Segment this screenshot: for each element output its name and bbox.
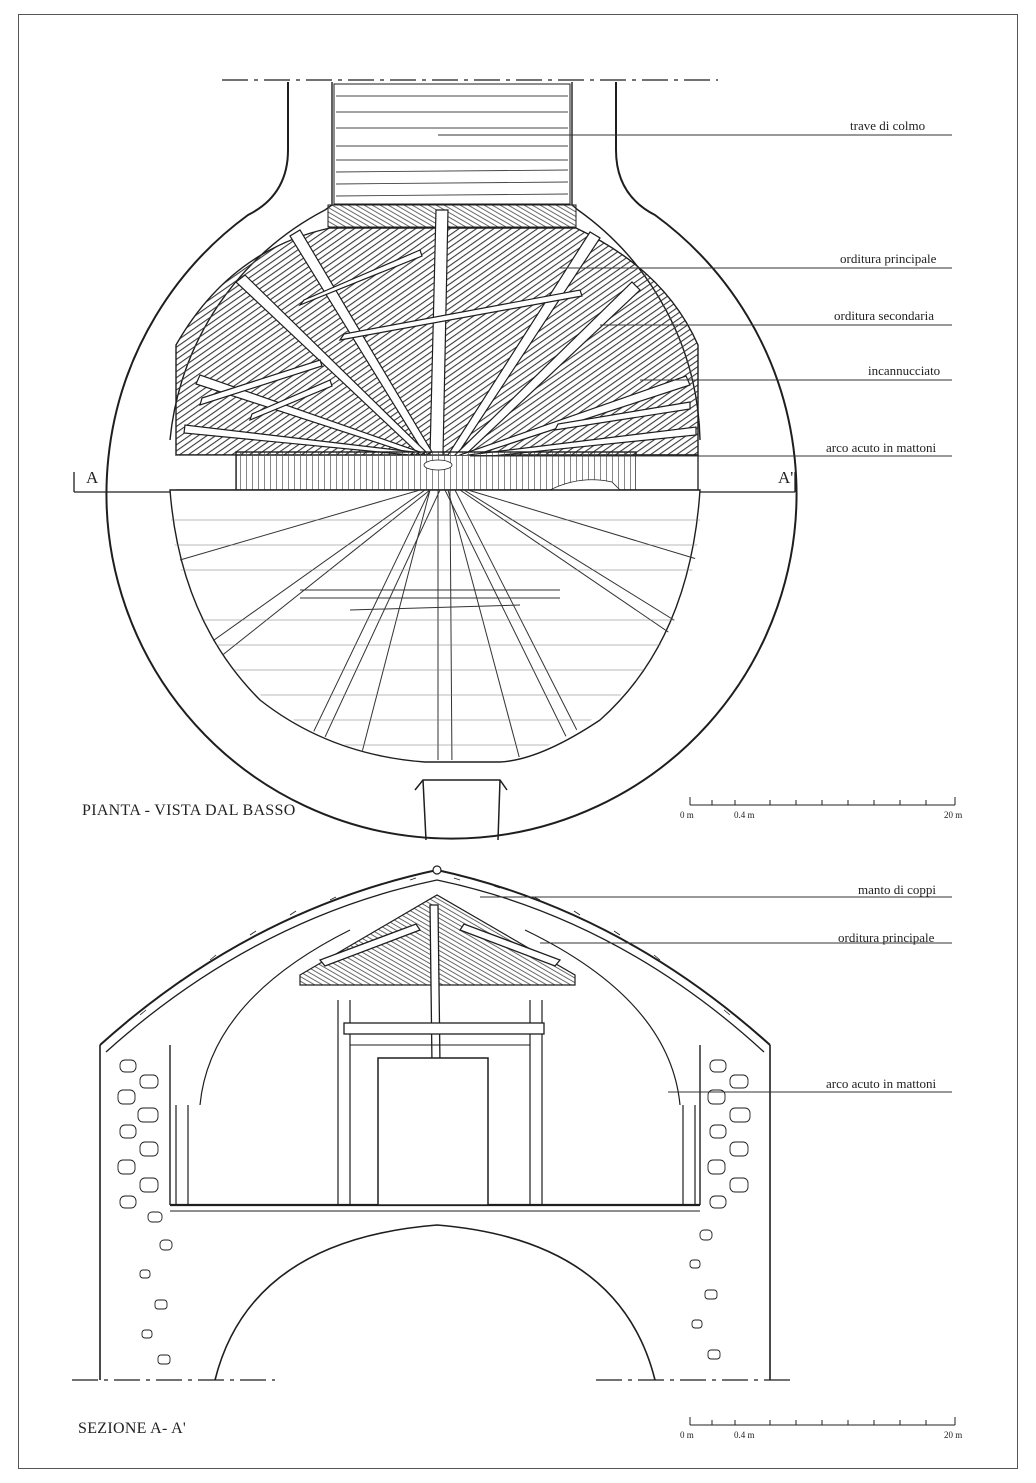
section-drawing xyxy=(72,865,956,1426)
label-ridge-beam: trave di colmo xyxy=(850,118,926,133)
label-reed-mat: incannucciato xyxy=(868,363,941,378)
section-scale-end: 20 m xyxy=(944,1430,963,1440)
label-brick-arch: arco acuto in mattoni xyxy=(826,440,937,455)
label-section-main-frame: orditura principale xyxy=(838,930,935,945)
plan-scale-start: 0 m xyxy=(680,810,694,820)
plan-scale-end: 20 m xyxy=(944,810,963,820)
plan-title: PIANTA - VISTA DAL BASSO xyxy=(82,802,296,819)
section-scale-start: 0 m xyxy=(680,1430,694,1440)
label-section-brick-arch: arco acuto in mattoni xyxy=(826,1076,937,1091)
plan-drawing xyxy=(73,79,956,841)
label-roof-tiles: manto di coppi xyxy=(858,882,936,897)
label-secondary-frame: orditura secondaria xyxy=(834,308,934,323)
section-mark-a-prime: A' xyxy=(778,468,794,487)
plan-scale-mid: 0.4 m xyxy=(734,810,755,820)
section-mark-a: A xyxy=(86,468,99,487)
section-title: SEZIONE A- A' xyxy=(78,1420,187,1437)
label-main-frame: orditura principale xyxy=(840,251,937,266)
section-scale-mid: 0.4 m xyxy=(734,1430,755,1440)
drawing-sheet-border xyxy=(18,14,1018,1469)
